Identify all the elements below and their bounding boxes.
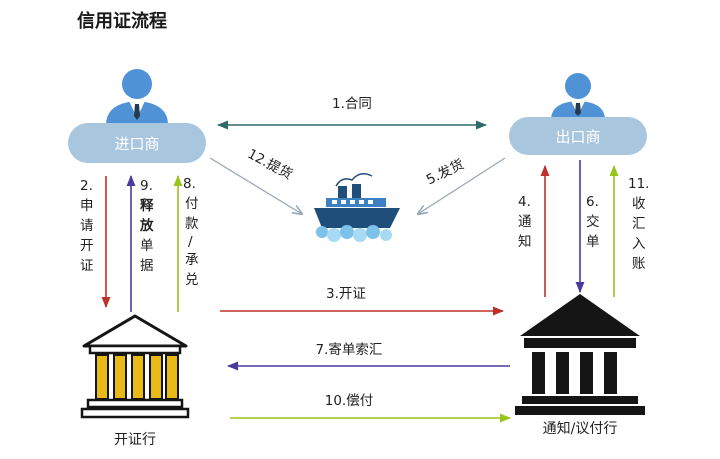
step-4-advise: 4. 通 知	[518, 164, 550, 297]
advising-bank-icon	[515, 294, 645, 415]
step-8-c2: 款	[185, 216, 199, 232]
step-11-c1: 收	[632, 196, 646, 212]
exporter-node: 出口商	[509, 117, 647, 155]
step-6-c2: 单	[586, 234, 600, 250]
step-12-label: 12.提货	[245, 145, 296, 183]
step-1-label: 1.合同	[332, 96, 372, 112]
step-4-c1: 通	[518, 214, 532, 230]
step-8-c5: 兑	[185, 272, 199, 288]
step-9-c3: 单	[140, 238, 154, 254]
step-4-c2: 知	[518, 233, 532, 250]
exporter-person-icon	[551, 73, 605, 120]
step-5-shipment: 5.发货	[418, 156, 506, 214]
step-2-c1: 申	[80, 198, 94, 214]
page-title: 信用证流程	[77, 10, 167, 32]
importer-node: 进口商	[68, 123, 206, 163]
step-10-reimburse: 10.偿付	[230, 393, 512, 423]
step-2-c2: 请	[80, 218, 94, 234]
step-2-c4: 证	[80, 258, 94, 274]
step-8-c0: 8.	[183, 176, 196, 192]
step-8-c4: 承	[185, 252, 199, 268]
step-1-contract: 1.合同	[216, 96, 488, 130]
step-8-payment: 8. 付 款 / 承 兑	[173, 174, 199, 312]
step-10-label: 10.偿付	[325, 393, 373, 409]
step-6-c0: 6.	[586, 194, 599, 210]
step-7-claim: 7.寄单索汇	[226, 341, 510, 371]
issuing-bank-label: 开证行	[114, 432, 156, 448]
importer-label: 进口商	[114, 135, 159, 153]
step-3-label: 3.开证	[326, 286, 366, 302]
step-11-c4: 账	[632, 256, 646, 272]
step-6-documents: 6. 交 单	[575, 160, 600, 294]
step-3-issue: 3.开证	[220, 286, 505, 316]
step-2-apply: 2. 申 请 开 证	[80, 176, 111, 309]
step-8-c3: /	[188, 234, 193, 250]
exporter-label: 出口商	[555, 128, 600, 146]
issuing-bank-icon	[80, 314, 190, 419]
step-7-label: 7.寄单索汇	[316, 341, 383, 358]
step-9-c2: 放	[139, 217, 154, 234]
step-8-c1: 付	[185, 196, 199, 212]
step-11-c3: 入	[632, 236, 646, 252]
step-2-c0: 2.	[80, 178, 93, 194]
step-9-release: 9. 释 放 单 据	[126, 174, 154, 312]
ship-icon	[314, 173, 400, 242]
step-5-label: 5.发货	[423, 156, 466, 189]
importer-person-icon	[106, 69, 168, 125]
step-11-credit: 11. 收 汇 入 账	[609, 164, 649, 297]
step-12-pickup: 12.提货	[209, 145, 302, 214]
step-2-c3: 开	[80, 238, 94, 254]
step-9-c1: 释	[140, 197, 154, 214]
step-9-c4: 据	[140, 258, 154, 274]
step-9-c0: 9.	[140, 178, 153, 194]
step-11-c0: 11.	[628, 176, 649, 192]
advising-bank-label: 通知/议付行	[543, 420, 618, 437]
step-4-c0: 4.	[518, 194, 531, 210]
step-11-c2: 汇	[632, 216, 646, 232]
step-6-c1: 交	[586, 213, 600, 230]
